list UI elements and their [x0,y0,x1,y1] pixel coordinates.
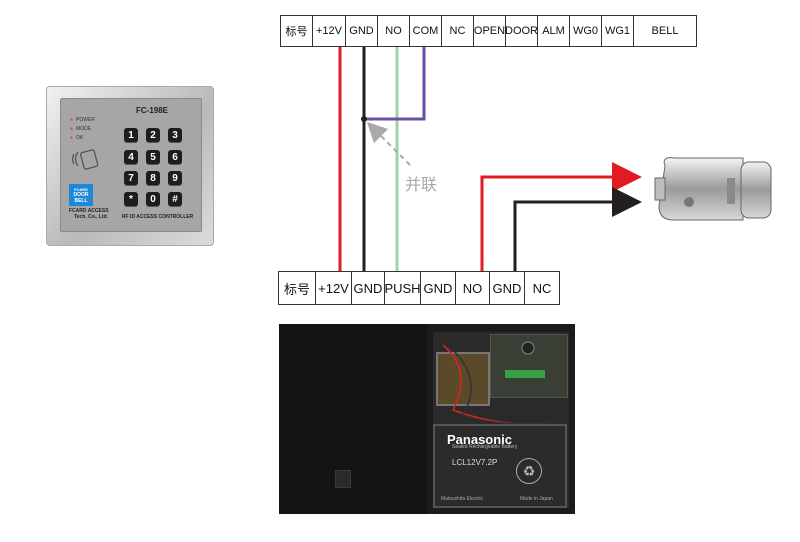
battery-subtitle: Sealed Rechargeable Battery [452,444,518,450]
terminal-gnd: GND [420,271,456,305]
keypad-model: FC-198E [136,106,169,115]
internal-wires [442,341,554,426]
controller-terminal-strip: 标号 +12V GND NO COM NC OPEN DOOR ALM WG0 … [280,15,697,47]
backup-battery [433,424,567,508]
key-7[interactable]: 7 [124,171,138,185]
doorbell-label-line1: DOOR [73,191,89,198]
doorbell-label-line2: BELL [74,197,88,204]
parallel-arrow [366,121,411,166]
terminal-nc: NC [441,15,474,47]
electric-lock-icon [654,157,772,221]
key-1[interactable]: 1 [124,128,138,142]
power-supply-terminal-strip: 标号 +12V GND PUSH GND NO GND NC [278,271,560,305]
key-0[interactable]: 0 [146,192,160,206]
terminal-no: NO [377,15,410,47]
wire-com [364,47,426,121]
terminal-wg0: WG0 [569,15,602,47]
terminal-gnd: GND [345,15,378,47]
terminal-gnd: GND [351,271,385,305]
terminal-no: NO [455,271,490,305]
rfid-card-icon [71,149,99,170]
terminal-wg1: WG1 [601,15,634,47]
led-ok: OK [70,135,83,141]
key-3[interactable]: 3 [168,128,182,142]
doorbell-logo-brand: FCARD [74,186,88,192]
led-power: POWER [70,117,95,123]
door-latch [335,470,351,488]
battery-brand: Panasonic [447,432,513,447]
company-line1: FCARD ACCESS [69,208,109,214]
key-5[interactable]: 5 [146,150,160,164]
keypad-company: FCARD ACCESS Tech. Co., Ltd. [69,208,109,220]
key-9[interactable]: 9 [168,171,182,185]
key-6[interactable]: 6 [168,150,182,164]
parallel-label: 并联 [405,177,438,194]
doorbell-button[interactable]: FCARD DOOR BELL [69,184,93,206]
key-hash[interactable]: # [168,192,182,206]
terminal-door: DOOR [505,15,538,47]
terminal-label: 标号 [280,15,313,47]
terminal-label: 标号 [278,271,316,305]
wire-lock-positive [480,162,642,271]
key-8[interactable]: 8 [146,171,160,185]
key-2[interactable]: 2 [146,128,160,142]
terminal-12v: +12V [315,271,352,305]
terminal-open: OPEN [473,15,506,47]
keypad-caption: RF ID ACCESS CONTROLLER [122,214,194,220]
battery-recycle-icon: ♻ [516,458,542,484]
terminal-alm: ALM [537,15,570,47]
terminal-com: COM [409,15,442,47]
key-star[interactable]: * [124,192,138,206]
battery-model: LCL12V7.2P [452,458,498,467]
junction-dot [361,116,367,122]
wire-lock-negative [513,187,642,271]
terminal-bell: BELL [633,15,697,47]
terminal-12v: +12V [312,15,346,47]
battery-origin: Made in Japan [520,496,553,502]
company-line2: Tech. Co., Ltd. [74,214,109,220]
terminal-nc: NC [524,271,560,305]
power-box-door [279,324,427,514]
terminal-push: PUSH [384,271,421,305]
led-mode: MODE [70,126,91,132]
key-4[interactable]: 4 [124,150,138,164]
battery-maker: Matsushita Electric [441,496,483,502]
terminal-gnd: GND [489,271,525,305]
